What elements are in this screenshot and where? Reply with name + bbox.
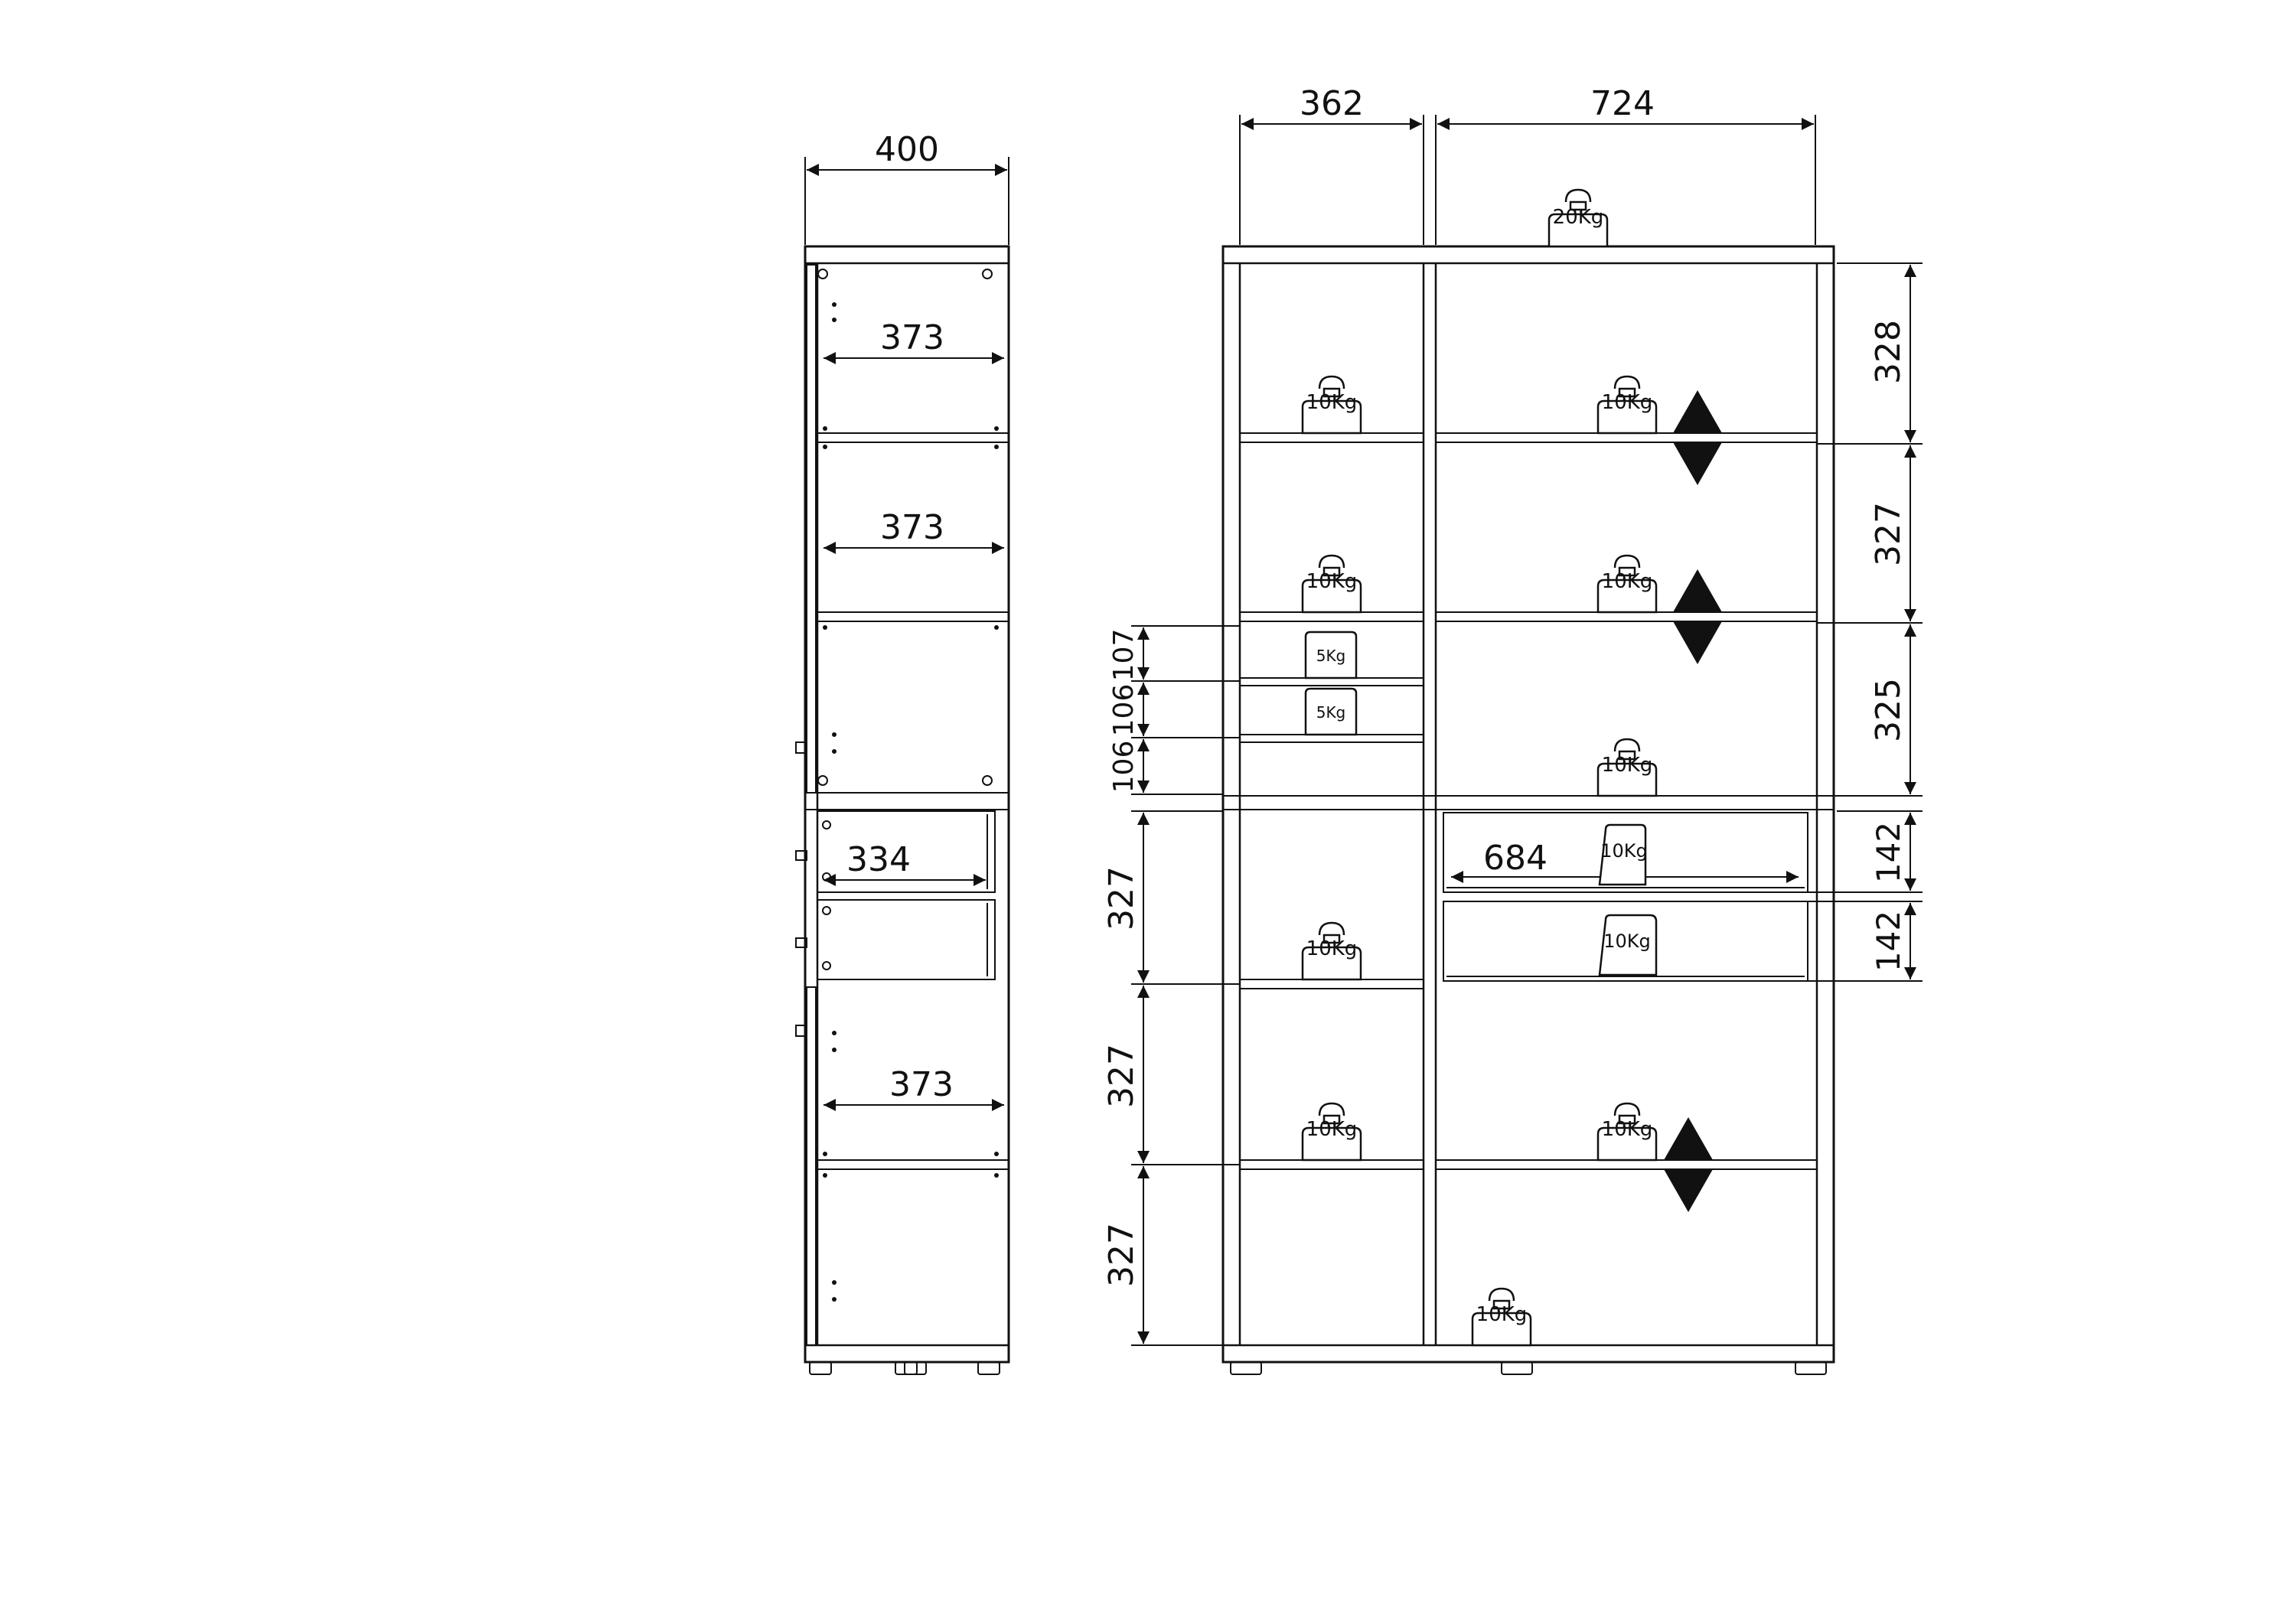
side-drawer-lower [817, 899, 996, 980]
front-right-dim-4: 142 [1870, 822, 1907, 883]
side-upper-handle [795, 741, 807, 754]
side-shelf [817, 611, 1009, 622]
front-right-dim-1: 328 [1869, 320, 1908, 384]
side-shelf [817, 432, 1009, 443]
weight-drawer-icon [1598, 823, 1647, 886]
weight-drawer-icon [1598, 914, 1658, 976]
front-right-width-dim: 724 [1590, 84, 1655, 123]
front-right-dim-3: 325 [1869, 678, 1908, 742]
front-drawers: 684 [1443, 812, 1808, 982]
front-left-dim-5: 327 [1102, 1044, 1141, 1108]
front-right-dim-2: 327 [1869, 502, 1908, 566]
weight-label: 10Kg [1306, 937, 1358, 960]
front-left-width-dim: 362 [1300, 84, 1364, 123]
side-holes [817, 269, 999, 1302]
weight-label: 10Kg [1602, 1118, 1653, 1141]
weight-label: 10Kg [1602, 754, 1653, 777]
front-view: 362 724 [1102, 84, 1923, 1375]
weight-small-label: 5Kg [1316, 703, 1346, 722]
weight-top-label: 20Kg [1553, 206, 1604, 229]
weight-label: 10Kg [1602, 391, 1653, 414]
side-view: 400 [795, 130, 1010, 1375]
side-shelf [817, 1159, 1009, 1170]
side-feet [809, 1361, 1000, 1375]
front-left-dimensions [1131, 625, 1240, 1346]
side-inner-dim-3: 373 [889, 1065, 954, 1104]
side-drawer-handle [795, 850, 807, 861]
side-inner-dim-2: 373 [880, 508, 944, 547]
weight-small-label: 5Kg [1316, 647, 1346, 665]
front-feet [1230, 1361, 1827, 1375]
side-carcass [804, 245, 1010, 1364]
side-drawer-dim: 334 [846, 840, 911, 879]
weight-label: 10Kg [1602, 570, 1653, 593]
front-drawer-upper [1443, 812, 1808, 893]
side-width-dimension: 400 [875, 130, 939, 169]
front-left-dim-6: 327 [1102, 1223, 1141, 1287]
front-right-dim-5: 142 [1870, 911, 1907, 972]
front-drawer-lower [1443, 901, 1808, 982]
side-lower-door [806, 986, 817, 1346]
weight-label: 10Kg [1306, 1118, 1358, 1141]
side-shelves [804, 432, 1009, 1170]
weight-drawer-label: 10Kg [1603, 930, 1651, 952]
front-left-dim-3: 106 [1108, 741, 1140, 794]
weight-drawer-label: 10Kg [1600, 840, 1648, 862]
side-drawer-upper [817, 810, 996, 893]
front-drawer-width-dim: 684 [1483, 839, 1548, 878]
weight-small-icon [1304, 687, 1358, 736]
weight-label: 10Kg [1476, 1303, 1528, 1326]
side-inner-dim-1: 373 [880, 318, 944, 357]
weight-label: 10Kg [1306, 391, 1358, 414]
front-left-dim-1: 107 [1108, 629, 1140, 682]
side-drawers [795, 810, 996, 980]
front-left-dim-2: 106 [1108, 684, 1140, 737]
weight-small-icon [1304, 631, 1358, 680]
side-middle-divider [804, 792, 1009, 810]
front-right-dimensions [1808, 262, 1923, 982]
side-lower-handle [795, 1025, 807, 1037]
front-left-dim-4: 327 [1102, 866, 1141, 930]
side-drawer-handle [795, 937, 807, 948]
front-middle-divider [1222, 795, 1835, 810]
weight-label: 10Kg [1306, 570, 1358, 593]
